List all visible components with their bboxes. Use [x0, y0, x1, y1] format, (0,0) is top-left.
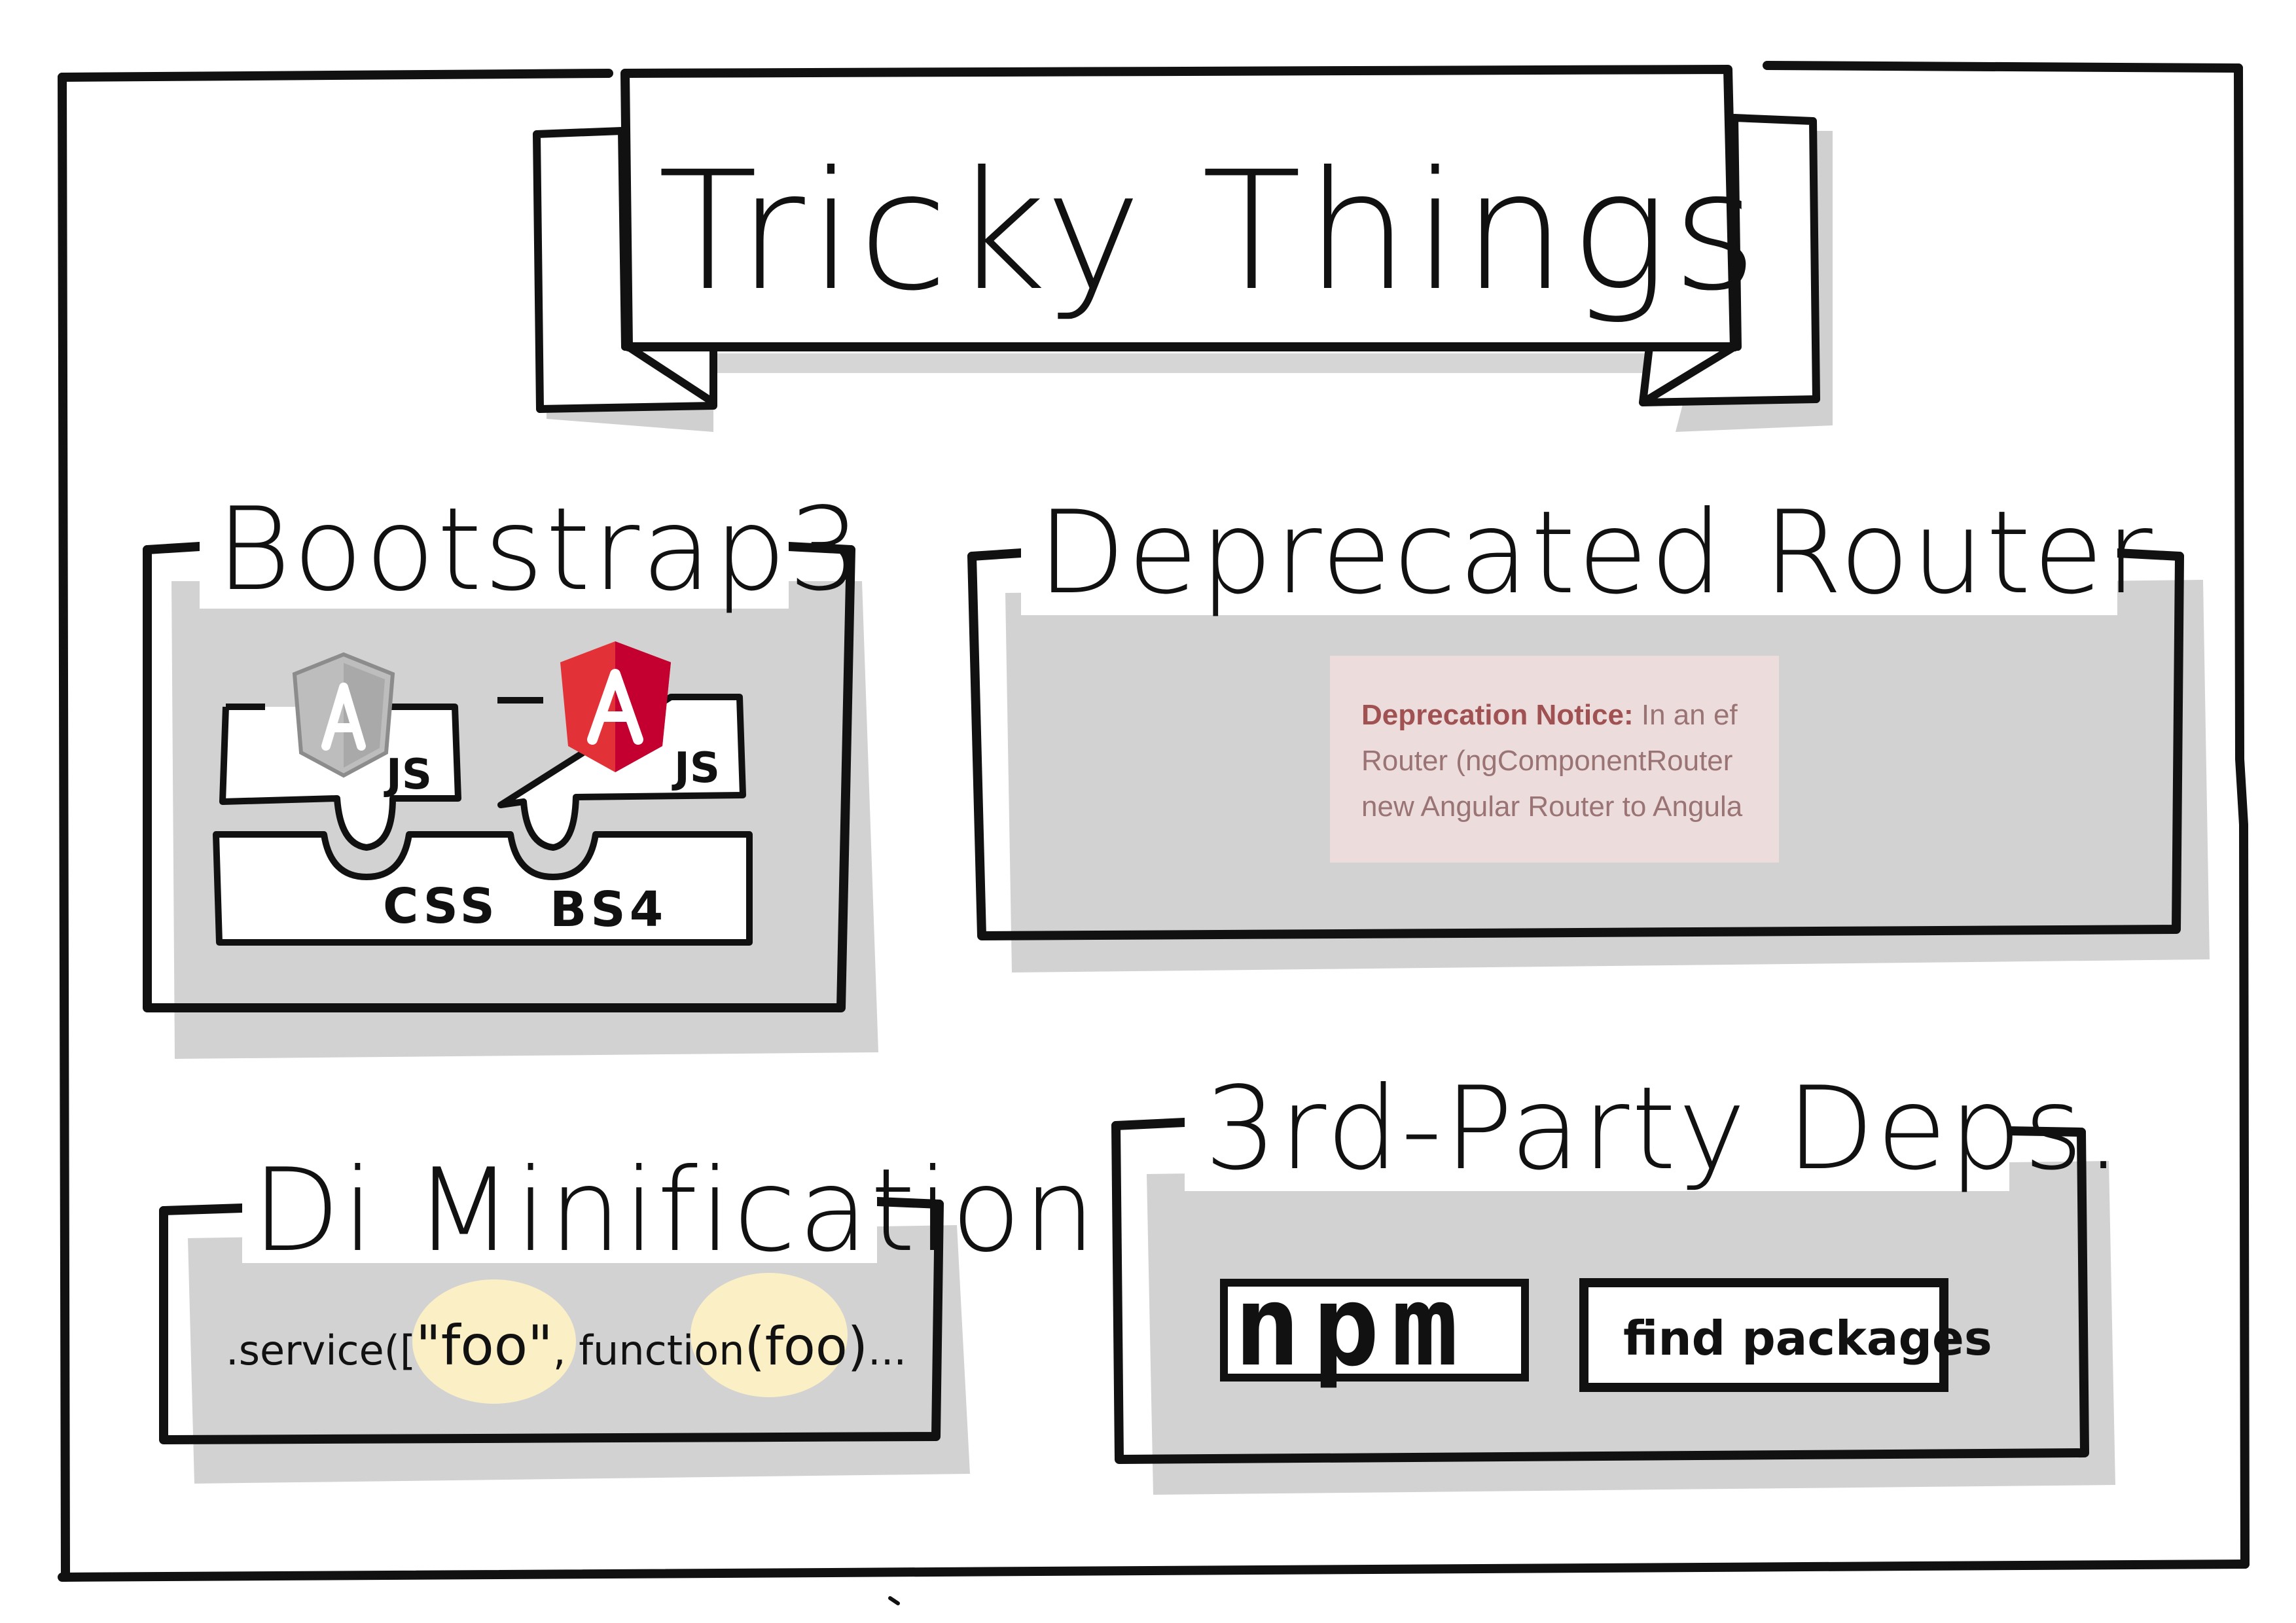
notice-line-1: Deprecation Notice: In an ef	[1361, 692, 1779, 738]
outer-frame	[58, 61, 2250, 1582]
title-banner: Tricky Things	[533, 65, 1833, 432]
notice-line-1-rest: In an ef	[1633, 699, 1738, 731]
section-deps: 3rd-Party Deps. npm find packages	[1111, 1060, 2123, 1495]
bootstrap-title: Bootstrap3	[216, 484, 863, 616]
router-title: Deprecated Router	[1037, 487, 2155, 620]
deps-title: 3rd-Party Deps.	[1204, 1063, 2123, 1196]
find-packages-label: find packages	[1623, 1311, 1992, 1366]
di-code-sample: .service(["foo", function(foo)...	[226, 1313, 906, 1378]
notice-line-2: Router (ngComponentRouter	[1361, 745, 1733, 777]
notice-line-3: new Angular Router to Angula	[1361, 791, 1743, 823]
find-packages-button[interactable]: find packages	[1579, 1278, 1992, 1392]
section-bootstrap: Bootstrap3 JS JS CSS BS4	[143, 484, 878, 1059]
notice-label: Deprecation Notice:	[1361, 699, 1634, 731]
angularjs-logo	[292, 652, 395, 778]
npm-logo: npm	[1220, 1262, 1529, 1391]
svg-text:npm: npm	[1234, 1262, 1470, 1391]
page-title: Tricky Things	[658, 136, 1761, 327]
angular-js-label: JS	[672, 744, 720, 793]
foo-param-highlight	[691, 1273, 848, 1397]
section-di: Di Minification .service(["foo", functio…	[159, 1145, 1098, 1484]
deprecation-notice: Deprecation Notice: In an ef Router (ngC…	[1330, 656, 1779, 863]
bootstrap-puzzle-diagram	[213, 694, 753, 946]
di-title: Di Minification	[252, 1145, 1098, 1277]
foo-string-highlight	[412, 1279, 576, 1404]
bs4-label: BS4	[550, 882, 667, 938]
stray-mark	[888, 1596, 900, 1605]
angular-logo	[560, 641, 671, 772]
angularjs-js-label: JS	[384, 751, 432, 799]
css-label: CSS	[383, 878, 499, 935]
